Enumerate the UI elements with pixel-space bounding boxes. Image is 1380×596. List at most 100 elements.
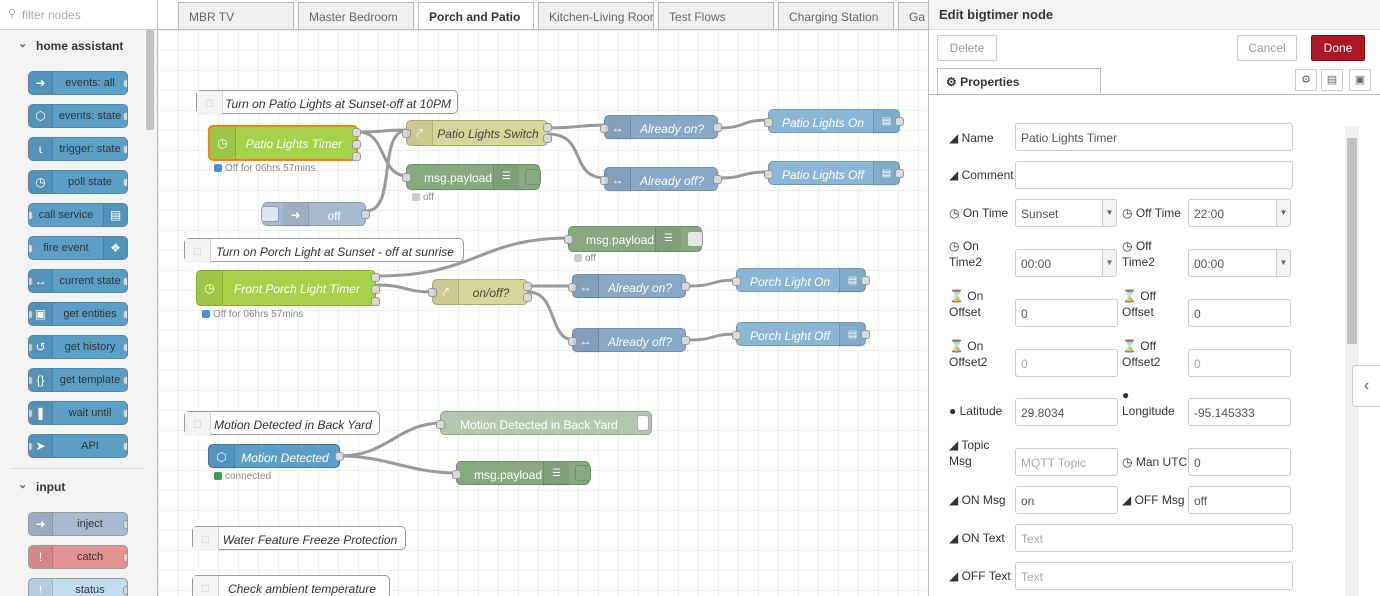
off-offset2-input[interactable]: 0 <box>1188 349 1291 377</box>
status-dot-icon <box>574 254 582 262</box>
current-state-node-already-off-1[interactable]: ↔ Already off? <box>600 167 722 192</box>
comment-node-motion[interactable]: □ Motion Detected in Back Yard <box>184 411 380 436</box>
palette-node-events-state[interactable]: ⬡events: state <box>28 104 128 128</box>
on-time2-select[interactable]: 00:00▼ <box>1015 249 1117 277</box>
palette-node-api[interactable]: ➤API <box>28 434 128 458</box>
debug-node-motion-payload[interactable]: msg.payload ☰ <box>452 461 591 486</box>
palette-node-fire-event[interactable]: fire event❖ <box>28 236 128 260</box>
debug-toggle-button[interactable] <box>525 169 541 185</box>
done-button[interactable]: Done <box>1311 35 1365 61</box>
off-offset-input[interactable]: 0 <box>1188 299 1291 327</box>
debug-node-motion-out[interactable]: Motion Detected in Back Yard <box>436 411 652 435</box>
description-icon[interactable]: ▤ <box>1321 69 1343 91</box>
current-state-node-already-on-2[interactable]: ↔ Already on? <box>568 274 690 299</box>
palette-node-call-service[interactable]: call service▤ <box>28 203 128 227</box>
call-service-node-porch-on[interactable]: Porch Light On ▤ <box>732 268 870 293</box>
inject-node-off[interactable]: ➜ off <box>261 202 370 227</box>
flow-workspace[interactable]: □ Turn on Patio Lights at Sunset-off at … <box>158 30 928 596</box>
cancel-button[interactable]: Cancel <box>1237 35 1297 61</box>
tab-porch-and-patio[interactable]: Porch and Patio <box>418 2 534 29</box>
appearance-icon[interactable]: ▣ <box>1349 69 1371 91</box>
tab-ga[interactable]: Ga <box>898 2 928 29</box>
name-input[interactable]: Patio Lights Timer <box>1015 123 1293 151</box>
on-offset2-input[interactable]: 0 <box>1015 349 1118 377</box>
bigtimer-node-porch[interactable]: ◷ Front Porch Light Timer <box>196 270 380 306</box>
latitude-input[interactable]: 29.8034 <box>1015 398 1118 426</box>
palette-node-poll-state[interactable]: ◷poll state <box>28 170 128 194</box>
switch-node-onoff[interactable]: ⤤ on/off? <box>428 279 532 305</box>
tab-test-flows[interactable]: Test Flows <box>658 2 774 29</box>
call-service-node-patio-off[interactable]: Patio Lights Off ▤ <box>764 161 904 186</box>
tag-icon: ◢ <box>949 493 959 507</box>
clock-icon: ◷ <box>1122 239 1133 253</box>
latitude-label: ● Latitude <box>949 404 1003 418</box>
topic-input[interactable]: MQTT Topic <box>1015 448 1118 476</box>
off-msg-input[interactable]: off <box>1188 486 1291 514</box>
palette-search-input[interactable]: filter nodes <box>22 8 81 22</box>
palette-node-inject[interactable]: ➜inject <box>28 512 128 536</box>
sidebar-toggle-button[interactable]: ‹ <box>1352 365 1380 407</box>
on-time-select[interactable]: Sunset▼ <box>1015 199 1117 227</box>
comment-node-water-feature[interactable]: □ Water Feature Freeze Protection <box>192 526 406 551</box>
comment-node-patio[interactable]: □ Turn on Patio Lights at Sunset-off at … <box>196 90 458 115</box>
off-time-select[interactable]: 22:00▼ <box>1188 199 1291 227</box>
state-node-motion[interactable]: ⬡ Motion Detected <box>208 444 344 469</box>
category-input[interactable]: ⌄ input <box>10 472 144 500</box>
palette-search[interactable]: ⚲ filter nodes <box>0 0 157 30</box>
clock-icon: ◷ <box>1122 455 1133 469</box>
palette-node-get-entities[interactable]: ▣get entities <box>28 302 128 326</box>
on-text-input[interactable]: Text <box>1015 524 1293 552</box>
hourglass-icon: ⌛ <box>1122 289 1137 303</box>
off-time2-select[interactable]: 00:00▼ <box>1188 249 1291 277</box>
palette-scrollbar[interactable] <box>146 30 154 130</box>
man-utc-input[interactable]: 0 <box>1188 448 1291 476</box>
comment-input[interactable] <box>1015 161 1293 189</box>
longitude-input[interactable]: -95.145333 <box>1188 398 1291 426</box>
off-text-input[interactable]: Text <box>1015 562 1293 590</box>
arrow-right-icon: ➜ <box>29 72 53 94</box>
palette-node-get-history[interactable]: ↺get history <box>28 335 128 359</box>
palette-node-trigger-state[interactable]: ⍳trigger: state <box>28 137 128 161</box>
clock-icon: ◷ <box>1122 206 1133 220</box>
comment-node-porch[interactable]: □ Turn on Porch Light at Sunset - off at… <box>184 238 464 263</box>
on-msg-label: ◢ ON Msg <box>949 493 1006 507</box>
comment-icon: □ <box>197 91 223 115</box>
inject-button[interactable] <box>261 206 279 222</box>
palette-node-current-state[interactable]: ↔current state <box>28 269 128 293</box>
tab-kitchen-living-room[interactable]: Kitchen-Living Room <box>538 2 654 29</box>
switch-node-patio[interactable]: ⤤ Patio Lights Switch <box>402 120 552 146</box>
tag-icon: ◢ <box>949 168 959 182</box>
palette-node-get-template[interactable]: {}get template <box>28 368 128 392</box>
code-icon: {} <box>29 369 53 391</box>
settings-gear-icon[interactable]: ⚙ <box>1295 69 1317 91</box>
debug-toggle-button[interactable] <box>637 415 649 431</box>
tab-charging-station[interactable]: Charging Station <box>778 2 894 29</box>
current-state-node-already-off-2[interactable]: ↔ Already off? <box>568 328 690 353</box>
call-service-node-porch-off[interactable]: Porch Light Off ▤ <box>732 322 870 347</box>
on-msg-input[interactable]: on <box>1015 486 1118 514</box>
arrows-icon: ↔ <box>605 116 631 140</box>
editor-title: Edit bigtimer node <box>929 0 1380 30</box>
debug-toggle-button[interactable] <box>687 231 703 247</box>
call-service-node-patio-on[interactable]: Patio Lights On ▤ <box>764 109 904 134</box>
category-home-assistant[interactable]: ⌄ home assistant <box>10 31 144 59</box>
palette-node-events-all[interactable]: ➜events: all <box>28 71 128 95</box>
palette-node-wait-until[interactable]: ❚wait until <box>28 401 128 425</box>
debug-node-patio[interactable]: msg.payload ☰ <box>402 164 541 190</box>
bigtimer-node-patio[interactable]: ◷ Patio Lights Timer <box>208 125 361 161</box>
current-state-node-already-on-1[interactable]: ↔ Already on? <box>600 115 722 140</box>
on-offset-input[interactable]: 0 <box>1015 299 1118 327</box>
editor-scrollbar-thumb[interactable] <box>1347 138 1357 344</box>
comment-node-ambient[interactable]: □ Check ambient temperature <box>192 575 390 596</box>
delete-button[interactable]: Delete <box>937 35 997 61</box>
tab-properties[interactable]: ⚙ Properties <box>937 68 1101 94</box>
palette-node-status[interactable]: !status <box>28 578 128 596</box>
palette-node-catch[interactable]: !catch <box>28 545 128 569</box>
debug-toggle-button[interactable] <box>575 465 591 481</box>
man-utc-label: ◷ Man UTC <box>1122 455 1188 469</box>
tab-mbr-tv[interactable]: MBR TV <box>178 2 294 29</box>
debug-node-porch[interactable]: msg.payload ☰ <box>564 226 703 252</box>
tab-master-bedroom[interactable]: Master Bedroom <box>298 2 414 29</box>
